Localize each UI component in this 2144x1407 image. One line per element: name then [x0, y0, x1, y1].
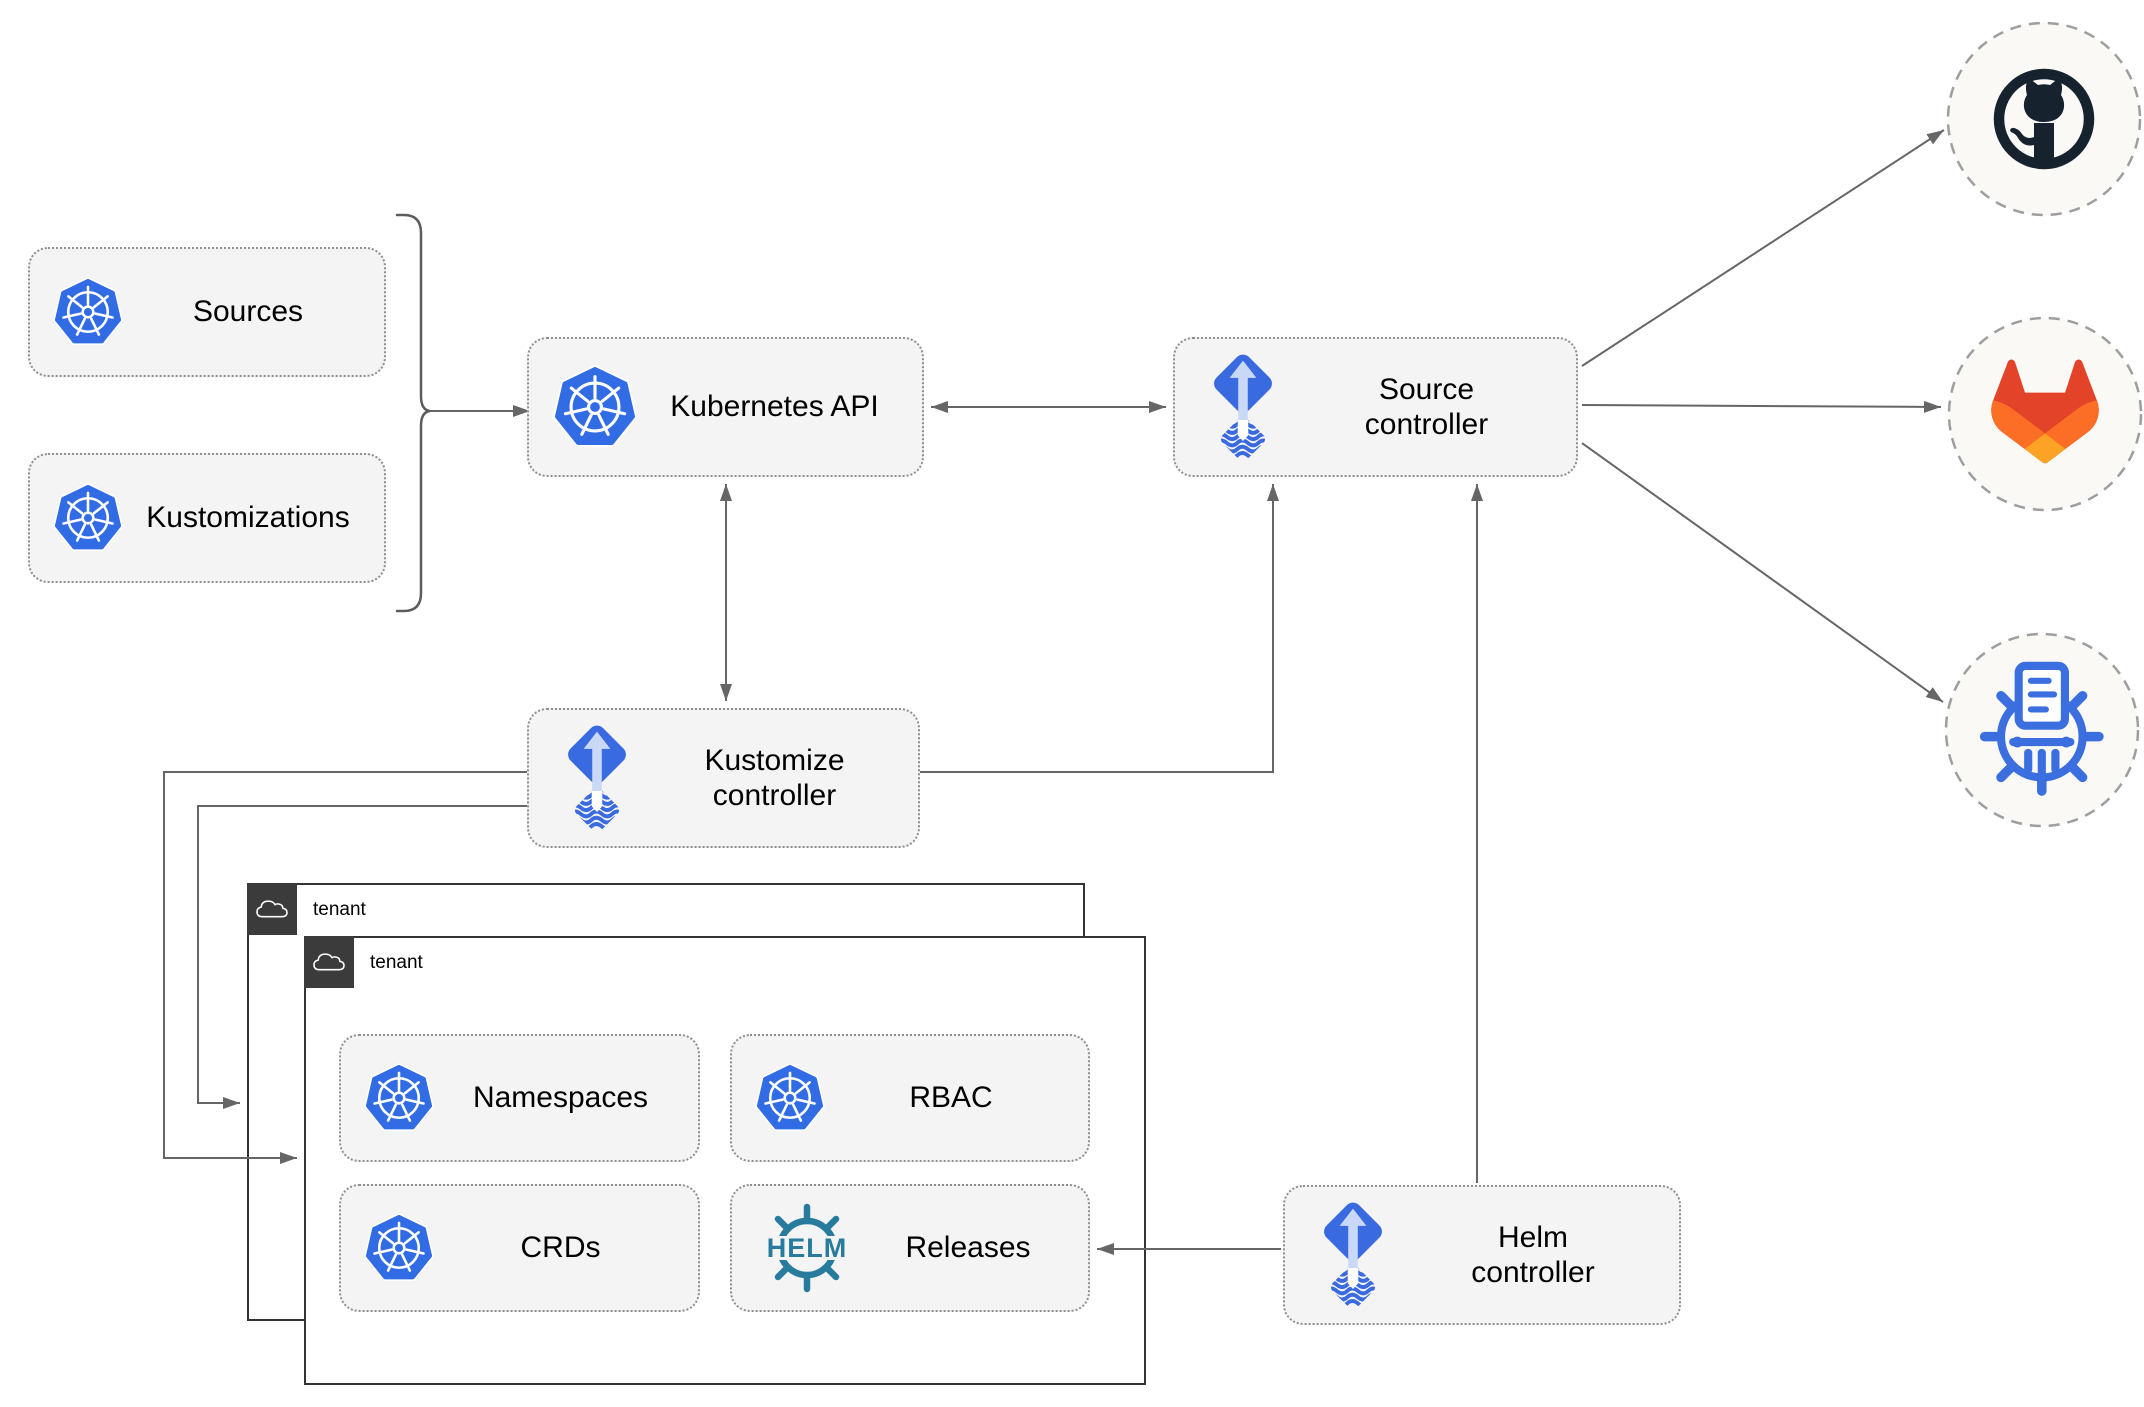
external-github: [1944, 19, 2144, 224]
kubernetes-icon: [50, 274, 126, 350]
helm-logo-icon: HELM: [752, 1198, 862, 1298]
tenant-header: [247, 883, 297, 935]
node-namespaces: Namespaces: [339, 1034, 700, 1162]
gitlab-icon: [1991, 359, 2099, 464]
node-kustomize-controller: Kustomize controller: [527, 708, 920, 848]
node-label: CRDs: [520, 1231, 601, 1265]
node-label: RBAC: [909, 1081, 993, 1115]
node-label: Namespaces: [472, 1081, 649, 1115]
node-label: Releases: [905, 1231, 1031, 1265]
cloud-icon: [311, 950, 347, 975]
cloud-icon: [254, 897, 290, 922]
node-label: Source controller: [1364, 372, 1489, 441]
brace-sources-group: [395, 213, 431, 613]
node-helm-controller: Helm controller: [1283, 1185, 1681, 1325]
external-chartmuseum: [1942, 630, 2142, 835]
node-rbac: RBAC: [730, 1034, 1090, 1162]
node-sources: Sources: [28, 247, 386, 377]
chartmuseum-icon: [1979, 661, 2104, 796]
node-label: Kustomize controller: [704, 743, 845, 812]
node-label: Kustomizations: [146, 501, 350, 535]
external-gitlab: [1945, 314, 2144, 519]
tenant-label: tenant: [313, 899, 366, 920]
flux-icon: [1195, 351, 1291, 464]
node-label: Sources: [192, 295, 304, 329]
node-label: Kubernetes API: [670, 390, 879, 424]
node-label: Helm controller: [1471, 1220, 1595, 1289]
flux-icon: [1305, 1199, 1401, 1312]
kubernetes-icon: [549, 361, 641, 453]
node-kubernetes-api: Kubernetes API: [527, 337, 924, 477]
node-kustomizations: Kustomizations: [28, 453, 386, 583]
tenant-header: [304, 936, 354, 988]
github-icon: [1993, 68, 2095, 170]
flux-icon: [549, 722, 645, 835]
wire-source-github: [1581, 129, 1945, 367]
node-releases: HELM Releases: [730, 1184, 1090, 1312]
kubernetes-icon: [752, 1060, 828, 1136]
kubernetes-icon: [50, 480, 126, 556]
helm-logo-text: HELM: [767, 1233, 848, 1263]
tenant-label: tenant: [370, 952, 423, 973]
wire-source-chartmuseum: [1581, 442, 1944, 703]
wire-source-gitlab: [1581, 400, 1942, 413]
wire-kustomize-source: [920, 484, 1279, 773]
node-crds: CRDs: [339, 1184, 700, 1312]
kubernetes-icon: [361, 1060, 437, 1136]
node-source-controller: Source controller: [1173, 337, 1578, 477]
kubernetes-icon: [361, 1210, 437, 1286]
